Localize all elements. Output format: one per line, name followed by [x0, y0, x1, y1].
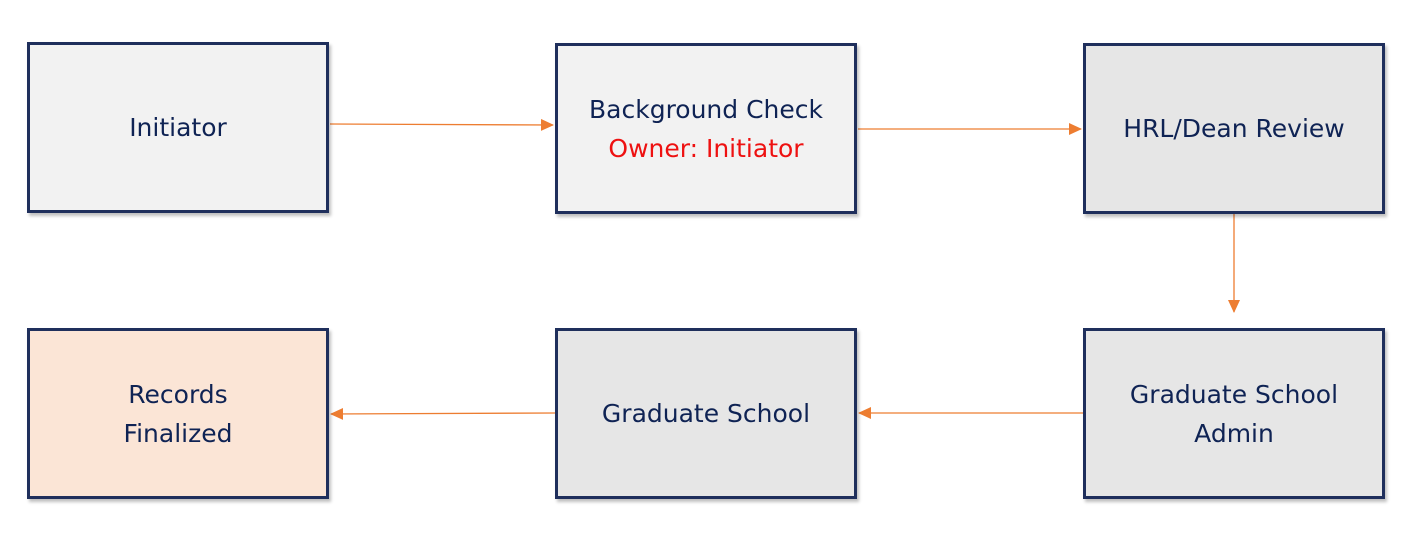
node-hrl-dean-review: HRL/Dean Review [1083, 43, 1385, 214]
node-background-check: Background Check Owner: Initiator [555, 43, 857, 214]
node-graduate-school-admin: Graduate School Admin [1083, 328, 1385, 499]
node-initiator: Initiator [27, 42, 329, 213]
node-label: Finalized [123, 418, 233, 448]
node-label: HRL/Dean Review [1123, 114, 1345, 143]
node-label: Graduate School [1129, 379, 1339, 409]
node-owner-label: Owner: Initiator [608, 133, 804, 163]
node-label: Background Check [589, 94, 823, 124]
node-records-finalized: Records Finalized [27, 328, 329, 499]
node-label: Initiator [129, 113, 227, 142]
arrow-initiator-to-background-check [329, 118, 554, 131]
node-label: Graduate School [601, 399, 811, 428]
arrow-graduate-school-to-records-finalized [330, 407, 556, 420]
node-label: Admin [1194, 418, 1274, 448]
node-graduate-school: Graduate School [555, 328, 857, 499]
node-label: Records [128, 379, 228, 409]
